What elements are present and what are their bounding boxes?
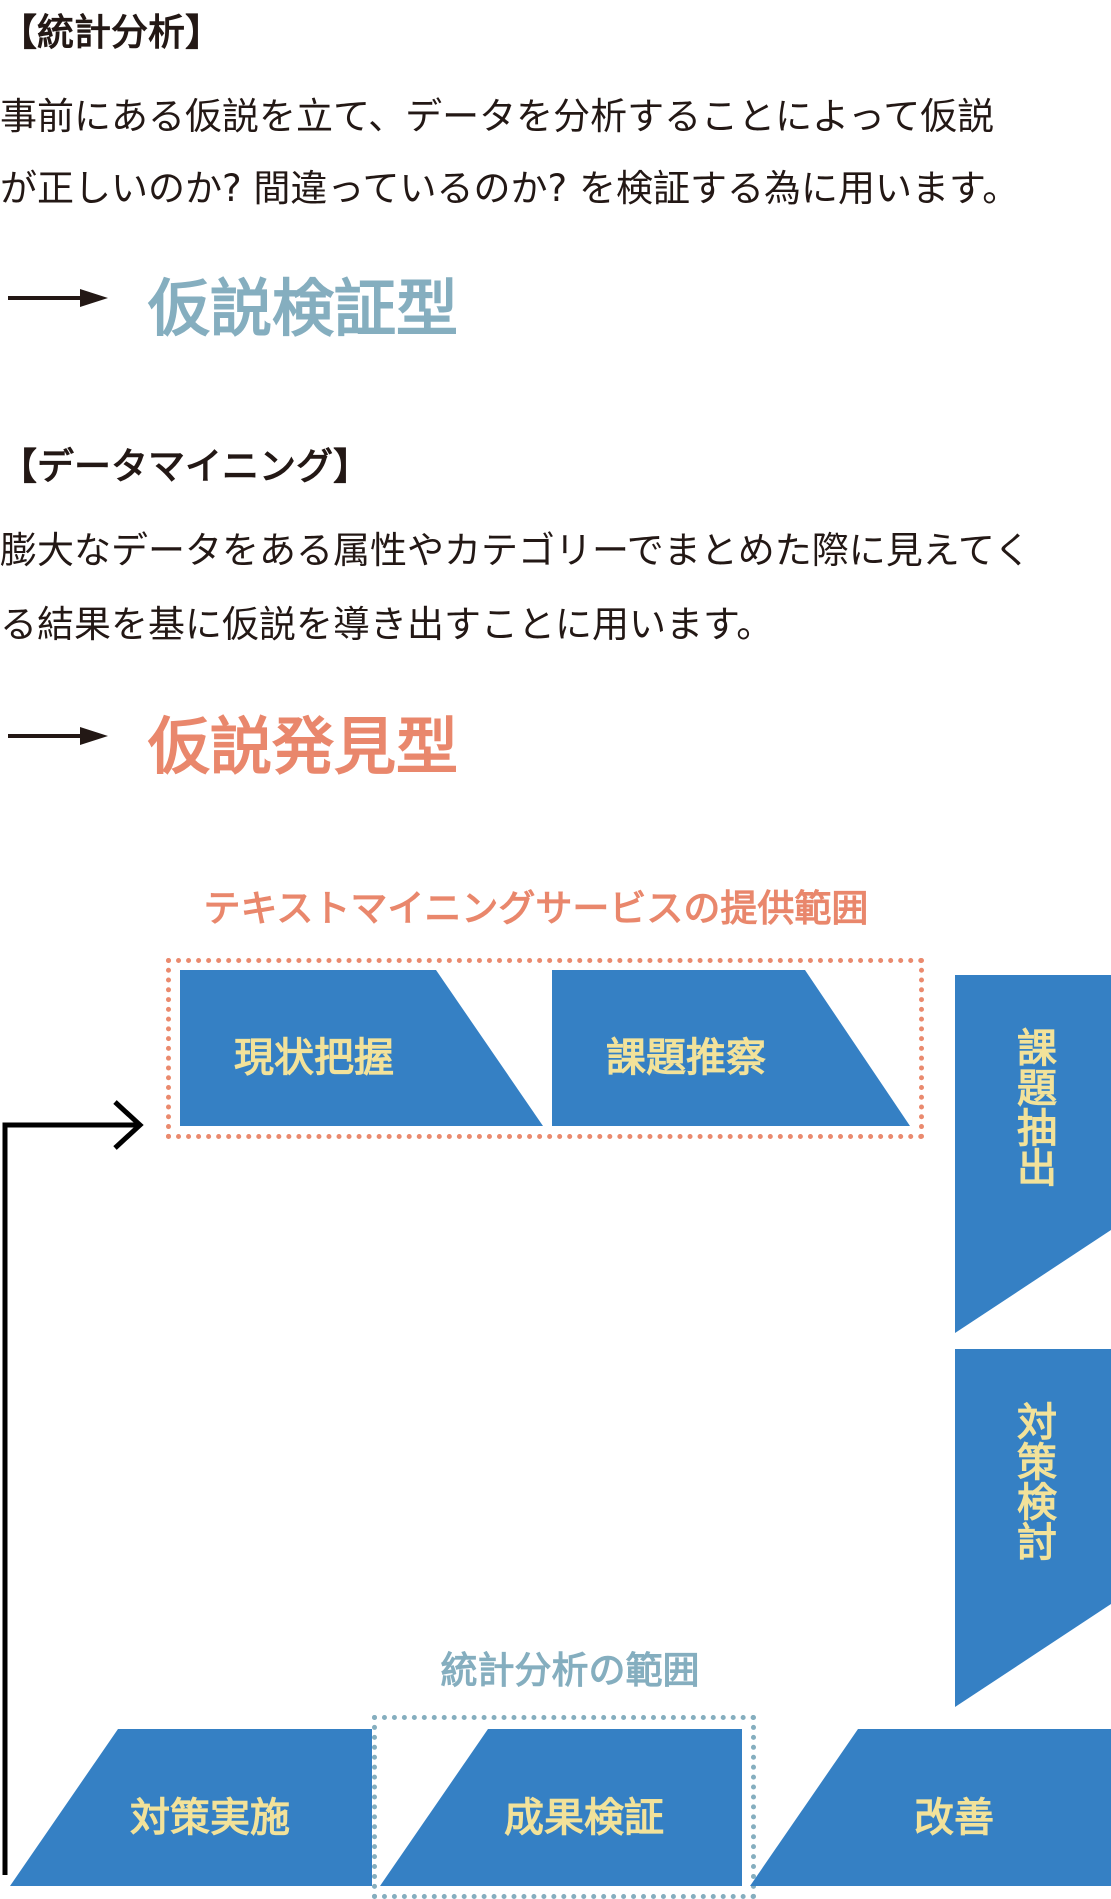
statistical-analysis-heading: 【統計分析】: [0, 11, 222, 54]
step-issue-extraction-label: 課題抽出: [1010, 1027, 1056, 1187]
step-countermeasure-review-label: 対策検討: [1010, 1401, 1056, 1561]
arrow-right-icon: [8, 289, 108, 307]
step-result-verification-label: 成果検証: [504, 1795, 664, 1841]
statistics-scope-frame: [372, 1715, 756, 1899]
step-improvement-label: 改善: [914, 1795, 994, 1841]
step-issue-extraction: 課題抽出: [955, 975, 1111, 1333]
step-countermeasure-execution-label: 対策実施: [130, 1795, 290, 1841]
step-current-state: 現状把握: [180, 970, 543, 1126]
statistics-scope-title: 統計分析の範囲: [440, 1649, 700, 1692]
data-mining-heading: 【データマイニング】: [0, 445, 370, 488]
step-result-verification: 成果検証: [380, 1729, 742, 1886]
statistical-analysis-line-2: が正しいのか? 間違っているのか? を検証する為に用います。: [0, 167, 1020, 210]
step-issue-inference: 課題推察: [552, 970, 910, 1126]
statistical-analysis-line-1: 事前にある仮説を立て、データを分析することによって仮説: [0, 95, 995, 138]
data-mining-line-1: 膨大なデータをある属性やカテゴリーでまとめた際に見えてく: [0, 529, 1031, 572]
text-mining-scope-title: テキストマイニングサービスの提供範囲: [203, 887, 869, 930]
feedback-loop-arrow: [2, 1100, 144, 1875]
data-mining-line-2: る結果を基に仮説を導き出すことに用います。: [0, 603, 774, 646]
hypothesis-discovery-label: 仮説発見型: [148, 710, 459, 783]
step-countermeasure-review: 対策検討: [955, 1349, 1111, 1707]
hypothesis-verification-label: 仮説検証型: [148, 272, 459, 345]
arrow-right-icon: [8, 727, 108, 745]
text-mining-scope-frame: [166, 958, 924, 1139]
step-improvement: 改善: [750, 1729, 1111, 1886]
step-current-state-label: 現状把握: [234, 1035, 394, 1081]
step-issue-inference-label: 課題推察: [606, 1035, 766, 1081]
step-countermeasure-execution: 対策実施: [10, 1729, 372, 1886]
